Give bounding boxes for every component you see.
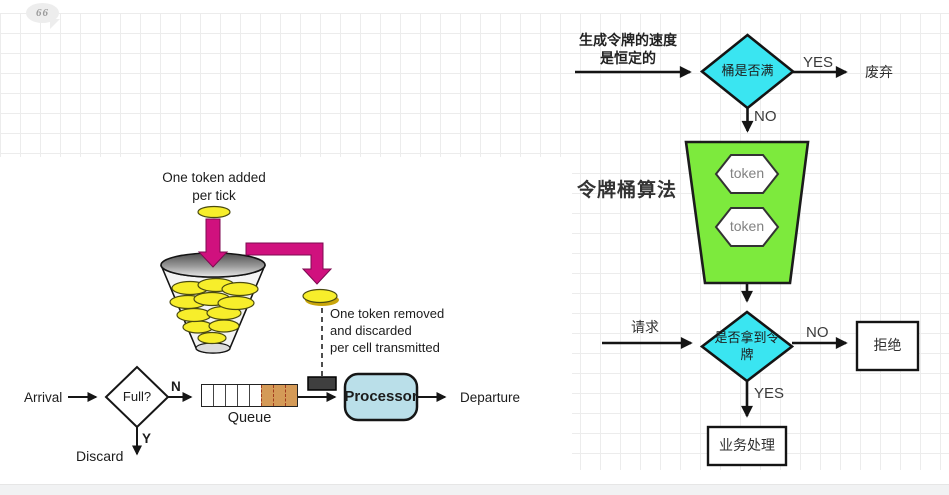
bucket-full-question: 桶是否满: [721, 63, 774, 79]
queue-cell: [237, 385, 249, 406]
bucket-full-diamond: [699, 33, 796, 110]
got-token-diamond: [699, 310, 795, 383]
process-box: [706, 425, 788, 467]
discard-label: Discard: [76, 448, 124, 464]
full-question-label: Full?: [122, 388, 152, 404]
token-bucket-flowchart: 生成令牌的速度 是恒定的 桶是否满 YES 废弃 NO 令牌桶算法 token …: [560, 13, 949, 473]
processor-box: [343, 372, 419, 422]
token-pile: [169, 277, 259, 345]
flowchart-drawing: [575, 33, 920, 467]
full-decision-diamond: [104, 365, 170, 429]
queue-cell-filled: [285, 385, 297, 406]
removed-token: [302, 288, 338, 304]
token-added-label: One token added per tick: [162, 170, 266, 203]
token-rate-note: 生成令牌的速度 是恒定的: [579, 32, 677, 66]
no-branch-label: NO: [754, 108, 777, 125]
yes-branch-label: YES: [754, 385, 785, 402]
page-bottom-edge: [0, 484, 949, 495]
branch-y-label: Y: [142, 431, 152, 446]
token-hexagon-label: token: [729, 218, 765, 234]
quote-icon: 66: [36, 7, 49, 19]
flowchart-title: 令牌桶算法: [577, 180, 678, 201]
transmit-slot: [307, 376, 337, 391]
queue-cell: [213, 385, 225, 406]
quote-bubble-icon: 66: [26, 3, 60, 29]
no-branch-label: NO: [806, 324, 829, 341]
incoming-token: [197, 205, 231, 219]
departure-label: Departure: [460, 390, 521, 405]
arrival-label: Arrival: [24, 390, 63, 405]
drop-label: 废弃: [865, 64, 893, 80]
flowchart-arrows: [575, 66, 848, 418]
token-removed-label: One token removed and discarded per cell…: [330, 306, 445, 355]
funnel-bottom: [195, 342, 231, 354]
request-label: 请求: [631, 319, 659, 335]
queue-cell-filled: [273, 385, 285, 406]
queue-cells: [201, 384, 298, 407]
token-remove-arrow: [245, 242, 333, 285]
queue-cell: [202, 385, 213, 406]
branch-n-label: N: [171, 379, 181, 394]
got-token-question: 是否拿到令 牌: [714, 330, 780, 362]
yes-branch-label: YES: [803, 54, 834, 71]
textbook-figure-image: One token added per tick One token remov…: [0, 157, 572, 473]
flow-lines: [68, 392, 447, 456]
queue-cell: [249, 385, 261, 406]
token-hexagon: [714, 154, 780, 194]
token-add-arrow: [197, 218, 229, 268]
queue-cell-filled: [261, 385, 273, 406]
token-hexagon-label: token: [729, 165, 765, 181]
process-label: 业务处理: [719, 437, 775, 454]
queue-cell: [225, 385, 237, 406]
processor-label: Processor: [344, 388, 418, 406]
reject-box: [855, 320, 920, 372]
reject-label: 拒绝: [873, 337, 902, 354]
textbook-figure-drawing: [68, 205, 447, 456]
token-hexagon: [714, 207, 780, 247]
queue-label: Queue: [227, 410, 272, 426]
